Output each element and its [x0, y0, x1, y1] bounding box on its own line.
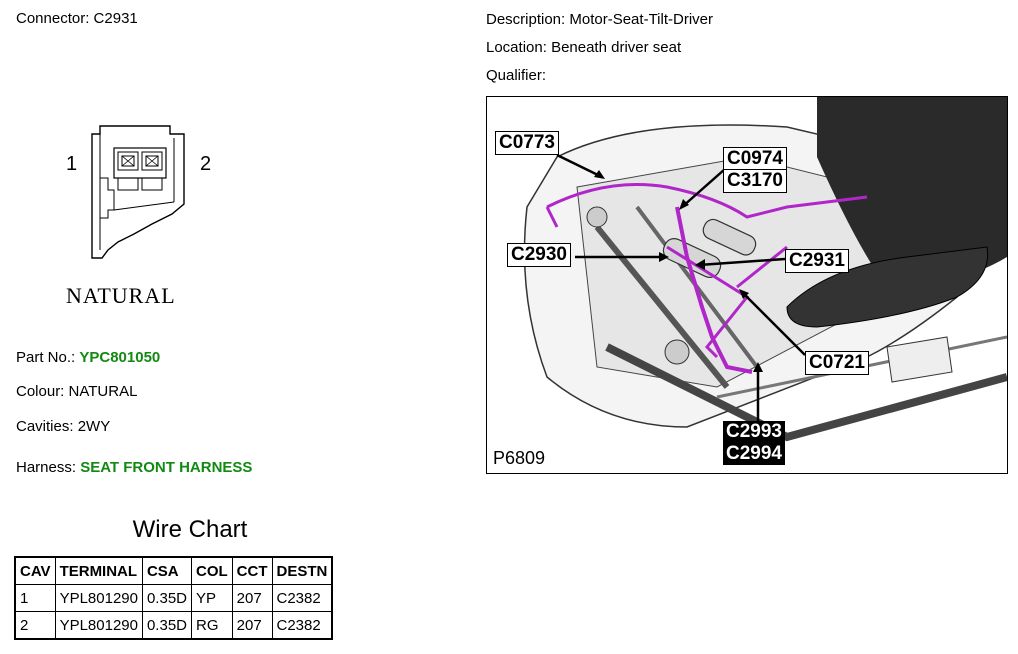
- col-header-col: COL: [191, 556, 233, 585]
- cell-col: YP: [191, 584, 233, 612]
- image-reference: P6809: [493, 448, 546, 468]
- cell-destn: C2382: [271, 584, 333, 612]
- description-line: Description: Motor-Seat-Tilt-Driver: [486, 11, 713, 28]
- connector-colour-caption: NATURAL: [66, 283, 176, 308]
- callout-c2994: C2994: [723, 443, 785, 465]
- qualifier-label: Qualifier:: [486, 67, 547, 84]
- callout-c2930: C2930: [507, 243, 571, 267]
- cell-terminal: YPL801290: [54, 611, 143, 640]
- description-label: Description:: [486, 11, 566, 28]
- cell-csa: 0.35D: [141, 584, 193, 612]
- cell-col: RG: [191, 611, 233, 640]
- seat-underside-drawing: [523, 97, 1007, 442]
- callout-c0721: C0721: [805, 351, 869, 375]
- connector-face-diagram: 1 2: [66, 125, 211, 259]
- cell-terminal: YPL801290: [54, 584, 143, 612]
- part-number-label: Part No.:: [16, 349, 76, 366]
- location-illustration: C0773 C0974 C3170 C2930 C2931 C0721 C299…: [486, 96, 1008, 474]
- cell-destn: C2382: [271, 611, 333, 640]
- location-label: Location:: [486, 39, 547, 56]
- callout-c2993: C2993: [723, 421, 785, 443]
- callout-c3170: C3170: [723, 169, 787, 193]
- pin-label-2: 2: [200, 153, 211, 175]
- harness-link[interactable]: SEAT FRONT HARNESS: [80, 459, 253, 476]
- cavities-value: 2WY: [77, 418, 111, 435]
- pin-label-1: 1: [66, 153, 77, 175]
- callout-c0974: C0974: [723, 147, 787, 171]
- connector-id: C2931: [93, 10, 138, 27]
- colour-label: Colour:: [16, 383, 65, 400]
- table-row: 2 YPL801290 0.35D RG 207 C2382: [14, 611, 333, 640]
- cell-cav: 1: [14, 584, 56, 612]
- cell-cct: 207: [231, 611, 273, 640]
- cell-cav: 2: [14, 611, 56, 640]
- part-number-line: Part No.: YPC801050: [16, 349, 160, 366]
- col-header-terminal: TERMINAL: [54, 556, 143, 585]
- location-value: Beneath driver seat: [551, 39, 682, 56]
- cell-cct: 207: [231, 584, 273, 612]
- connector-line: Connector: C2931: [16, 10, 138, 27]
- location-line: Location: Beneath driver seat: [486, 39, 681, 56]
- cavities-line: Cavities: 2WY: [16, 418, 110, 435]
- wire-chart-title: Wire Chart: [132, 516, 248, 543]
- cell-csa: 0.35D: [141, 611, 193, 640]
- callout-c0773: C0773: [495, 131, 559, 155]
- wire-chart-header-row: CAV TERMINAL CSA COL CCT DESTN: [14, 556, 333, 585]
- description-value: Motor-Seat-Tilt-Driver: [569, 11, 713, 28]
- qualifier-line: Qualifier:: [486, 67, 546, 84]
- col-header-cav: CAV: [14, 556, 56, 585]
- part-number-link[interactable]: YPC801050: [79, 349, 161, 366]
- harness-label: Harness:: [16, 459, 77, 476]
- wire-chart-table: CAV TERMINAL CSA COL CCT DESTN 1 YPL8012…: [14, 556, 334, 640]
- callout-c2931: C2931: [785, 249, 849, 273]
- colour-value: NATURAL: [68, 383, 138, 400]
- harness-line: Harness: SEAT FRONT HARNESS: [16, 459, 252, 476]
- connector-label: Connector:: [16, 10, 90, 27]
- col-header-destn: DESTN: [271, 556, 333, 585]
- table-row: 1 YPL801290 0.35D YP 207 C2382: [14, 584, 333, 612]
- col-header-csa: CSA: [141, 556, 193, 585]
- cavities-label: Cavities:: [16, 418, 74, 435]
- colour-line: Colour: NATURAL: [16, 383, 137, 400]
- col-header-cct: CCT: [231, 556, 273, 585]
